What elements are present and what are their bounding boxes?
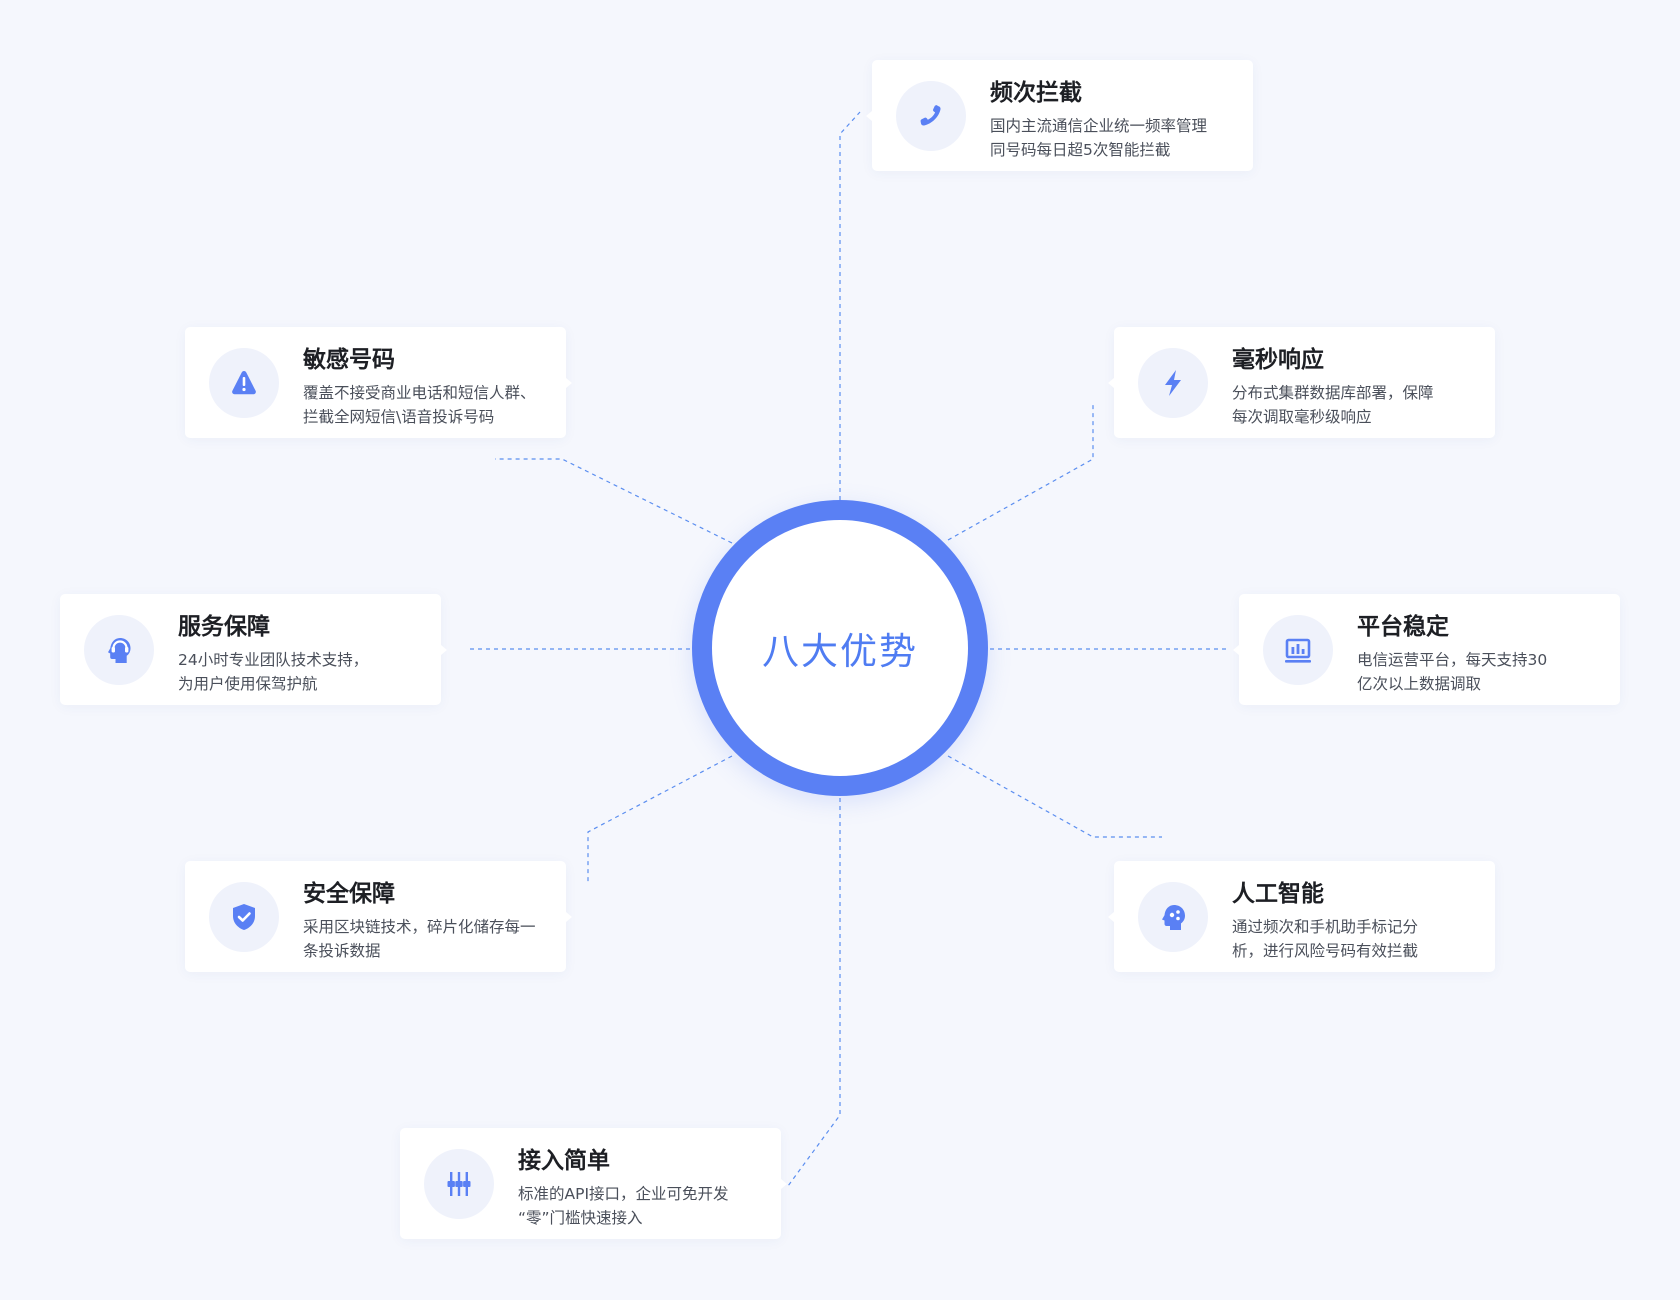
feature-description: 电信运营平台，每天支持30 亿次以上数据调取 [1357, 648, 1607, 696]
shield-check-icon [209, 882, 279, 952]
feature-card-frequency: 频次拦截 国内主流通信企业统一频率管理 同号码每日超5次智能拦截 [866, 60, 1253, 171]
feature-desc-line: 24小时专业团队技术支持， [178, 651, 369, 669]
feature-title: 人工智能 [1232, 881, 1324, 907]
feature-title: 敏感号码 [303, 347, 395, 373]
feature-description: 覆盖不接受商业电话和短信人群、 拦截全网短信\语音投诉号码 [303, 381, 553, 429]
feature-desc-line: 电信运营平台，每天支持30 [1357, 651, 1548, 669]
warning-icon [209, 348, 279, 418]
feature-card-ai: 人工智能 通过频次和手机助手标记分 析，进行风险号码有效拦截 [1108, 861, 1495, 972]
plug-icon [424, 1149, 494, 1219]
feature-description: 24小时专业团队技术支持， 为用户使用保驾护航 [178, 648, 428, 696]
connector-frequency [839, 111, 861, 500]
feature-desc-line: 分布式集群数据库部署，保障 [1232, 384, 1434, 402]
feature-card-millisecond: 毫秒响应 分布式集群数据库部署，保障 每次调取毫秒级响应 [1108, 327, 1495, 438]
feature-desc-line: 每次调取毫秒级响应 [1232, 408, 1372, 426]
lightning-icon [1138, 348, 1208, 418]
connector-access [787, 798, 841, 1187]
feature-card-security: 安全保障 采用区块链技术，碎片化储存每一 条投诉数据 [185, 861, 572, 972]
feature-card-access: 接入简单 标准的API接口，企业可免开发 “零”门槛快速接入 [400, 1128, 787, 1239]
feature-desc-line: 析，进行风险号码有效拦截 [1232, 942, 1419, 960]
feature-desc-line: 亿次以上数据调取 [1357, 675, 1482, 693]
feature-title: 安全保障 [303, 881, 395, 907]
feature-card-platform: 平台稳定 电信运营平台，每天支持30 亿次以上数据调取 [1233, 594, 1620, 705]
feature-card-service: 服务保障 24小时专业团队技术支持， 为用户使用保驾护航 [60, 594, 447, 705]
feature-desc-line: 条投诉数据 [303, 942, 381, 960]
phone-icon [896, 81, 966, 151]
connector-security [587, 755, 733, 882]
feature-description: 分布式集群数据库部署，保障 每次调取毫秒级响应 [1232, 381, 1482, 429]
feature-description: 通过频次和手机助手标记分 析，进行风险号码有效拦截 [1232, 915, 1482, 963]
connector-sensitive [495, 458, 733, 544]
feature-title: 平台稳定 [1357, 614, 1449, 640]
ai-head-icon [1138, 882, 1208, 952]
center-title: 八大优势 [762, 630, 918, 673]
feature-title: 频次拦截 [990, 80, 1082, 106]
bar-chart-icon [1263, 615, 1333, 685]
feature-description: 采用区块链技术，碎片化储存每一 条投诉数据 [303, 915, 553, 963]
feature-description: 标准的API接口，企业可免开发 “零”门槛快速接入 [518, 1182, 768, 1230]
feature-desc-line: 国内主流通信企业统一频率管理 [990, 117, 1208, 135]
feature-desc-line: 标准的API接口，企业可免开发 [518, 1185, 729, 1203]
feature-desc-line: 同号码每日超5次智能拦截 [990, 141, 1171, 159]
feature-desc-line: 为用户使用保驾护航 [178, 675, 318, 693]
center-hub: 八大优势 [692, 500, 988, 796]
feature-desc-line: 覆盖不接受商业电话和短信人群、 [303, 384, 536, 402]
feature-description: 国内主流通信企业统一频率管理 同号码每日超5次智能拦截 [990, 114, 1240, 162]
headset-icon [84, 615, 154, 685]
feature-desc-line: “零”门槛快速接入 [518, 1209, 643, 1227]
connector-ai [947, 755, 1162, 838]
feature-card-sensitive: 敏感号码 覆盖不接受商业电话和短信人群、 拦截全网短信\语音投诉号码 [185, 327, 572, 438]
connector-millisecond [947, 402, 1094, 541]
feature-desc-line: 采用区块链技术，碎片化储存每一 [303, 918, 536, 936]
feature-title: 服务保障 [178, 614, 270, 640]
feature-desc-line: 通过频次和手机助手标记分 [1232, 918, 1419, 936]
feature-title: 毫秒响应 [1232, 347, 1324, 373]
feature-title: 接入简单 [518, 1148, 610, 1174]
feature-desc-line: 拦截全网短信\语音投诉号码 [303, 408, 495, 426]
